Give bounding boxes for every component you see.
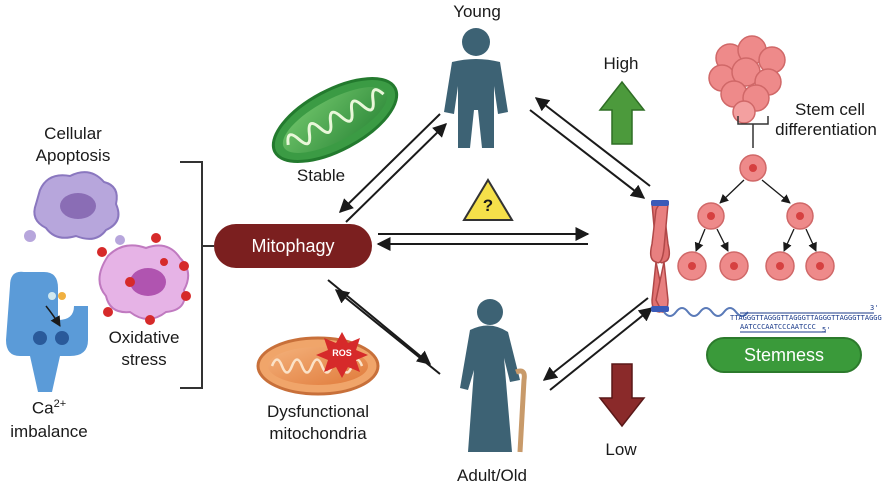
sequence-5prime: 5': [822, 326, 831, 334]
telomere-sequence-bottom: AATCCCAATCCCAATCCC: [740, 323, 816, 331]
ca-text: Ca: [31, 398, 54, 418]
mitochondria-label: mitochondria: [269, 424, 367, 443]
damaged-mitochondrion-icon: [256, 336, 380, 396]
stress-label: stress: [121, 350, 167, 369]
calcium-channel-icon: [6, 271, 88, 392]
young-person-icon: [444, 28, 508, 148]
oxidative-stress-cell-icon: [98, 244, 190, 320]
dysfunctional-label: Dysfunctional: [266, 402, 370, 421]
high-arrow-icon: [598, 80, 646, 145]
relationship-arrows: [327, 97, 654, 391]
ca-label: Ca2+: [14, 398, 84, 418]
imbalance-label: imbalance: [10, 422, 88, 441]
stable-label: Stable: [296, 166, 346, 185]
chromosome-icon: [649, 200, 671, 313]
young-label: Young: [453, 2, 501, 21]
walking-cane-icon: [515, 368, 527, 453]
ros-label: ROS: [332, 348, 352, 358]
mitophagy-pill: Mitophagy: [214, 224, 372, 268]
telomere-sequence-top: TTAGGGTTAGGGTTAGGGTTAGGGTTAGGGTTAGGG: [730, 314, 882, 322]
telomere-dna-strand: [663, 307, 749, 317]
ca-superscript: 2+: [53, 398, 67, 410]
apoptotic-cell-icon: [24, 171, 125, 245]
high-label: High: [603, 54, 639, 73]
sequence-3prime: 3': [870, 304, 879, 312]
elderly-person-icon: [460, 299, 520, 452]
stem-cell-label: Stem cell: [795, 100, 865, 119]
apoptosis-label: Apoptosis: [35, 146, 111, 165]
question-mark: ?: [482, 196, 494, 215]
differentiation-label: differentiation: [775, 120, 877, 139]
low-label: Low: [605, 440, 637, 459]
low-arrow-icon: [598, 363, 646, 428]
ros-particle-icons: [97, 233, 191, 325]
oxidative-label: Oxidative: [108, 328, 180, 347]
warning-triangle-icon: [462, 178, 514, 221]
stemness-pill: Stemness: [706, 337, 862, 373]
differentiation-bracket: [737, 116, 769, 148]
cellular-label: Cellular: [44, 124, 102, 143]
adult-old-label: Adult/Old: [457, 466, 527, 485]
healthy-mitochondrion-icon: [271, 77, 399, 163]
differentiation-tree: [677, 154, 835, 281]
ros-burst-icon: [316, 332, 368, 378]
grouping-bracket: [180, 161, 214, 389]
stem-cell-cluster-icon: [708, 35, 786, 124]
